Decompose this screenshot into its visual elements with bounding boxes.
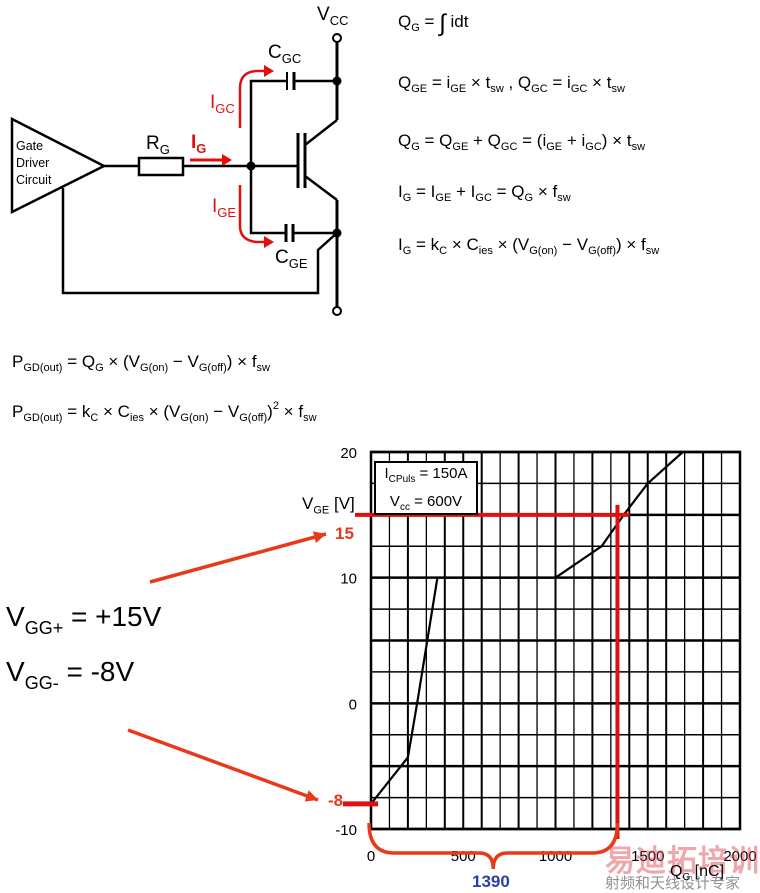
legend-voltage: Vcc = 600V: [376, 491, 476, 519]
x-tick-label: 1000: [539, 848, 572, 865]
x-axis-label: QG [nC]: [670, 863, 724, 883]
vg-off-label: -8: [328, 791, 343, 811]
y-tick-label: 20: [340, 445, 357, 462]
x-tick-label: 500: [451, 848, 476, 865]
x-tick-label: 0: [367, 848, 375, 865]
vg-on-label: 15: [335, 524, 354, 544]
y-tick-label: 10: [340, 571, 357, 588]
vgg-minus-arrow-shaft: [128, 730, 318, 800]
y-tick-label: -10: [335, 822, 357, 839]
y-tick-label: 0: [349, 696, 357, 713]
y-axis-label: VGE [V]: [302, 494, 355, 516]
qg-brace-label: 1390: [472, 872, 510, 892]
vgg-plus-arrow-shaft: [150, 534, 326, 582]
legend-box: ICPuls = 150A Vcc = 600V: [374, 461, 478, 515]
legend-current: ICPuls = 150A: [376, 463, 476, 491]
